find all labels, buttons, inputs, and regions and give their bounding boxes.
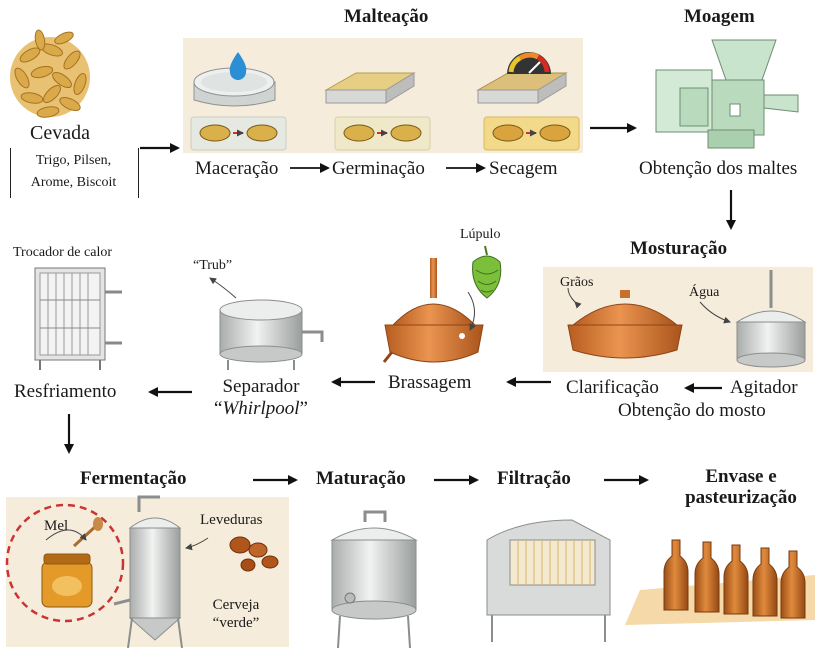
stage-envase-title-line2: pasteurização (666, 487, 816, 509)
seed-strip-germinacao (335, 117, 430, 150)
stage-fermentacao-title: Fermentação (80, 468, 187, 490)
germinacao-label: Germinação (332, 158, 425, 180)
stage-moagem-title: Moagem (684, 6, 755, 28)
stage-filtracao-title: Filtração (497, 468, 571, 490)
obtencao-maltes-label: Obtenção dos maltes (639, 158, 797, 180)
obtencao-mosto-label: Obtenção do mosto (618, 400, 766, 422)
whirlpool-label: “Whirlpool” (205, 398, 317, 420)
clarificacao-label: Clarificação (566, 377, 659, 399)
filter-machine (487, 520, 610, 642)
brew-kettle (384, 258, 483, 362)
stage-envase-title-line1: Envase e (666, 466, 816, 488)
cerveja-label: Cerveja (196, 597, 276, 614)
mel-label: Mel (44, 518, 68, 535)
trocador-label: Trocador de calor (13, 245, 112, 261)
lupulo-label: Lúpulo (460, 227, 500, 243)
agua-label: Água (689, 285, 719, 301)
cevada-label: Cevada (30, 122, 90, 145)
hop-cone-icon (473, 246, 501, 298)
stage-mosturacao-title: Mosturação (630, 238, 727, 260)
stage-maturacao-title: Maturação (316, 468, 406, 490)
trub-label: “Trub” (193, 258, 232, 274)
stage-malteacao-title: Malteação (344, 6, 428, 28)
varieties-line2: Arome, Biscoit (10, 175, 137, 191)
bottle-icon (664, 540, 805, 618)
graos-label: Grãos (560, 275, 593, 291)
seed-strip-secagem (484, 117, 579, 150)
varieties-line1: Trigo, Pilsen, (10, 153, 137, 169)
resfriamento-label: Resfriamento (14, 381, 116, 403)
brassagem-label: Brassagem (388, 372, 471, 394)
mill-machine (656, 40, 798, 148)
seed-strip-maceracao (191, 117, 286, 150)
whirlpool-tank (210, 278, 322, 370)
secagem-label: Secagem (489, 158, 558, 180)
leveduras-label: Leveduras (200, 512, 262, 529)
barley-grains-icon (10, 29, 90, 118)
maturation-tank (332, 512, 416, 648)
separador-label: Separador (205, 376, 317, 398)
verde-label: “verde” (196, 615, 276, 632)
maceracao-label: Maceração (195, 158, 278, 180)
agitador-label: Agitador (730, 377, 798, 399)
heat-exchanger (35, 268, 122, 370)
